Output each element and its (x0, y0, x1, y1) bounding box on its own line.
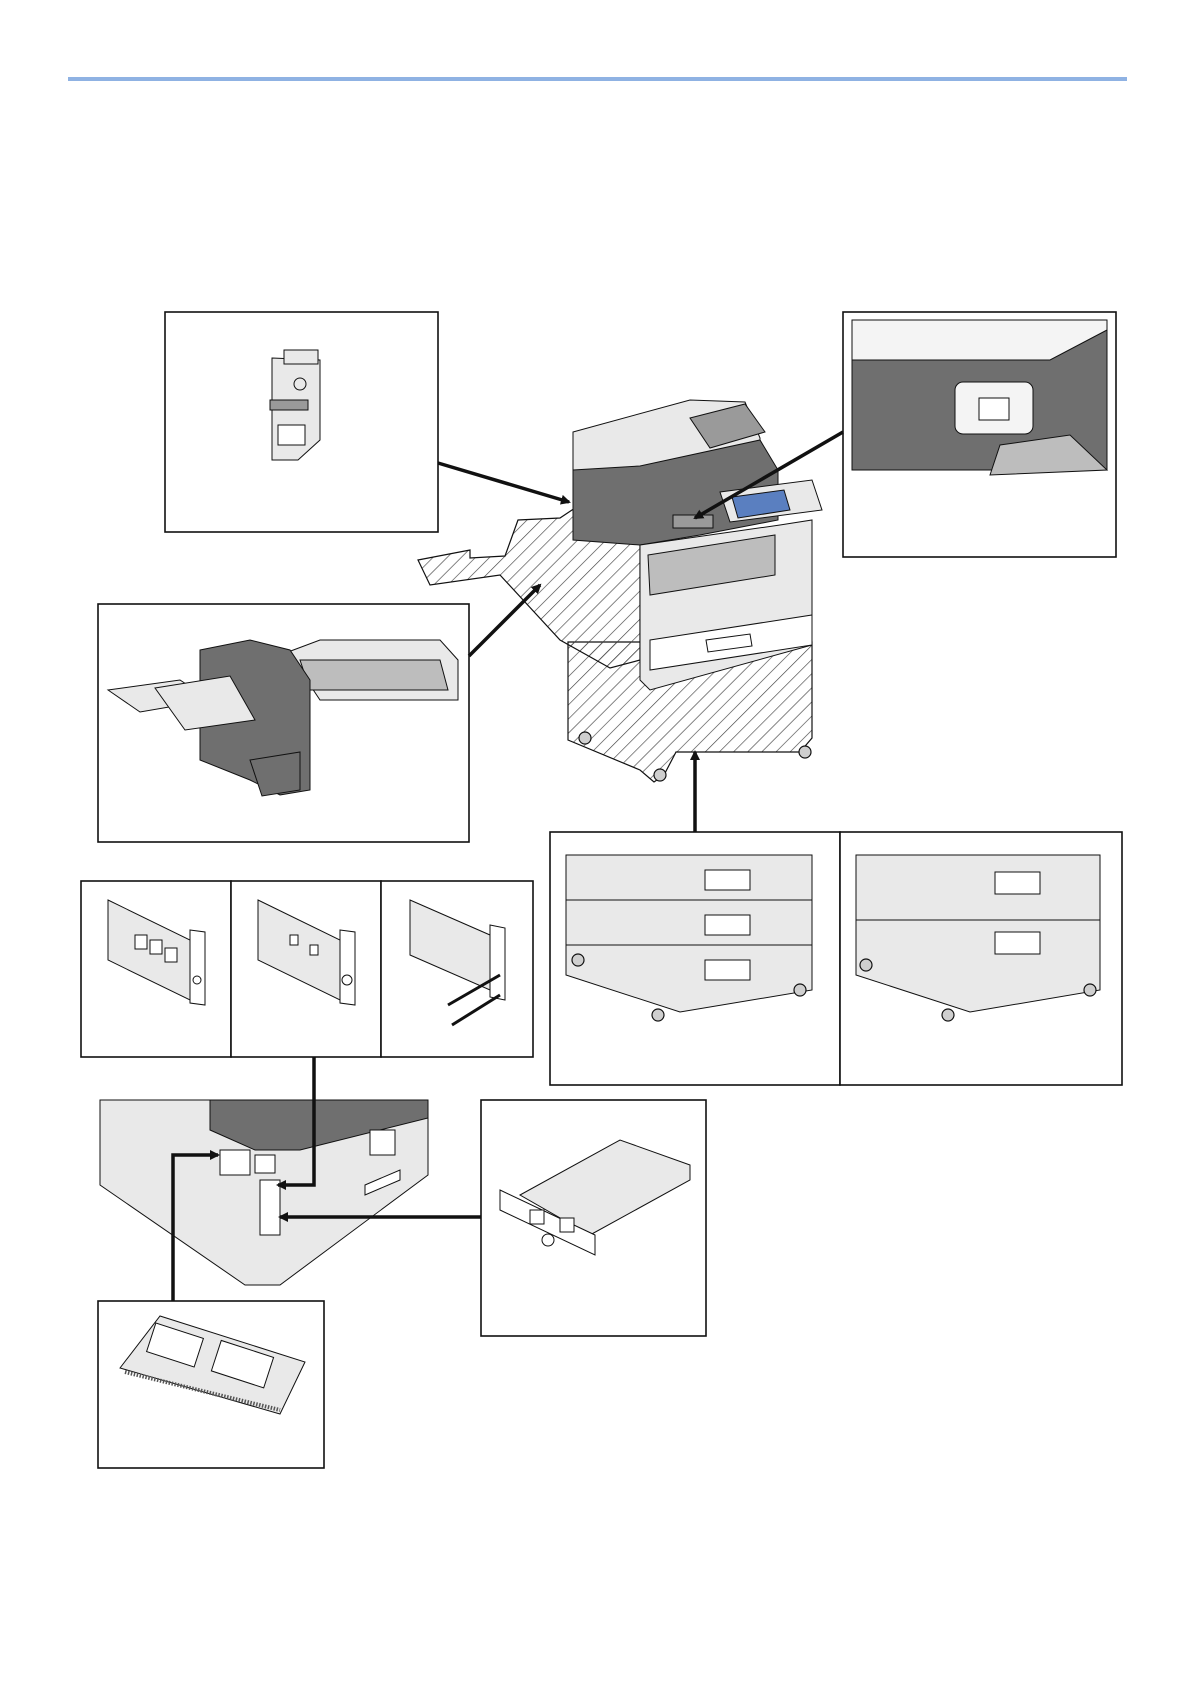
printer-main-unit (418, 400, 822, 782)
arrow-finisher (469, 585, 540, 656)
card-slot-closeup (852, 320, 1107, 475)
printer-rear-view (100, 1100, 428, 1285)
caster (654, 769, 666, 781)
arrow-card-holder (438, 463, 569, 502)
caster (579, 732, 591, 744)
card-holder-illustration (270, 350, 320, 460)
caster (799, 746, 811, 758)
card-reader-slot (673, 515, 713, 528)
